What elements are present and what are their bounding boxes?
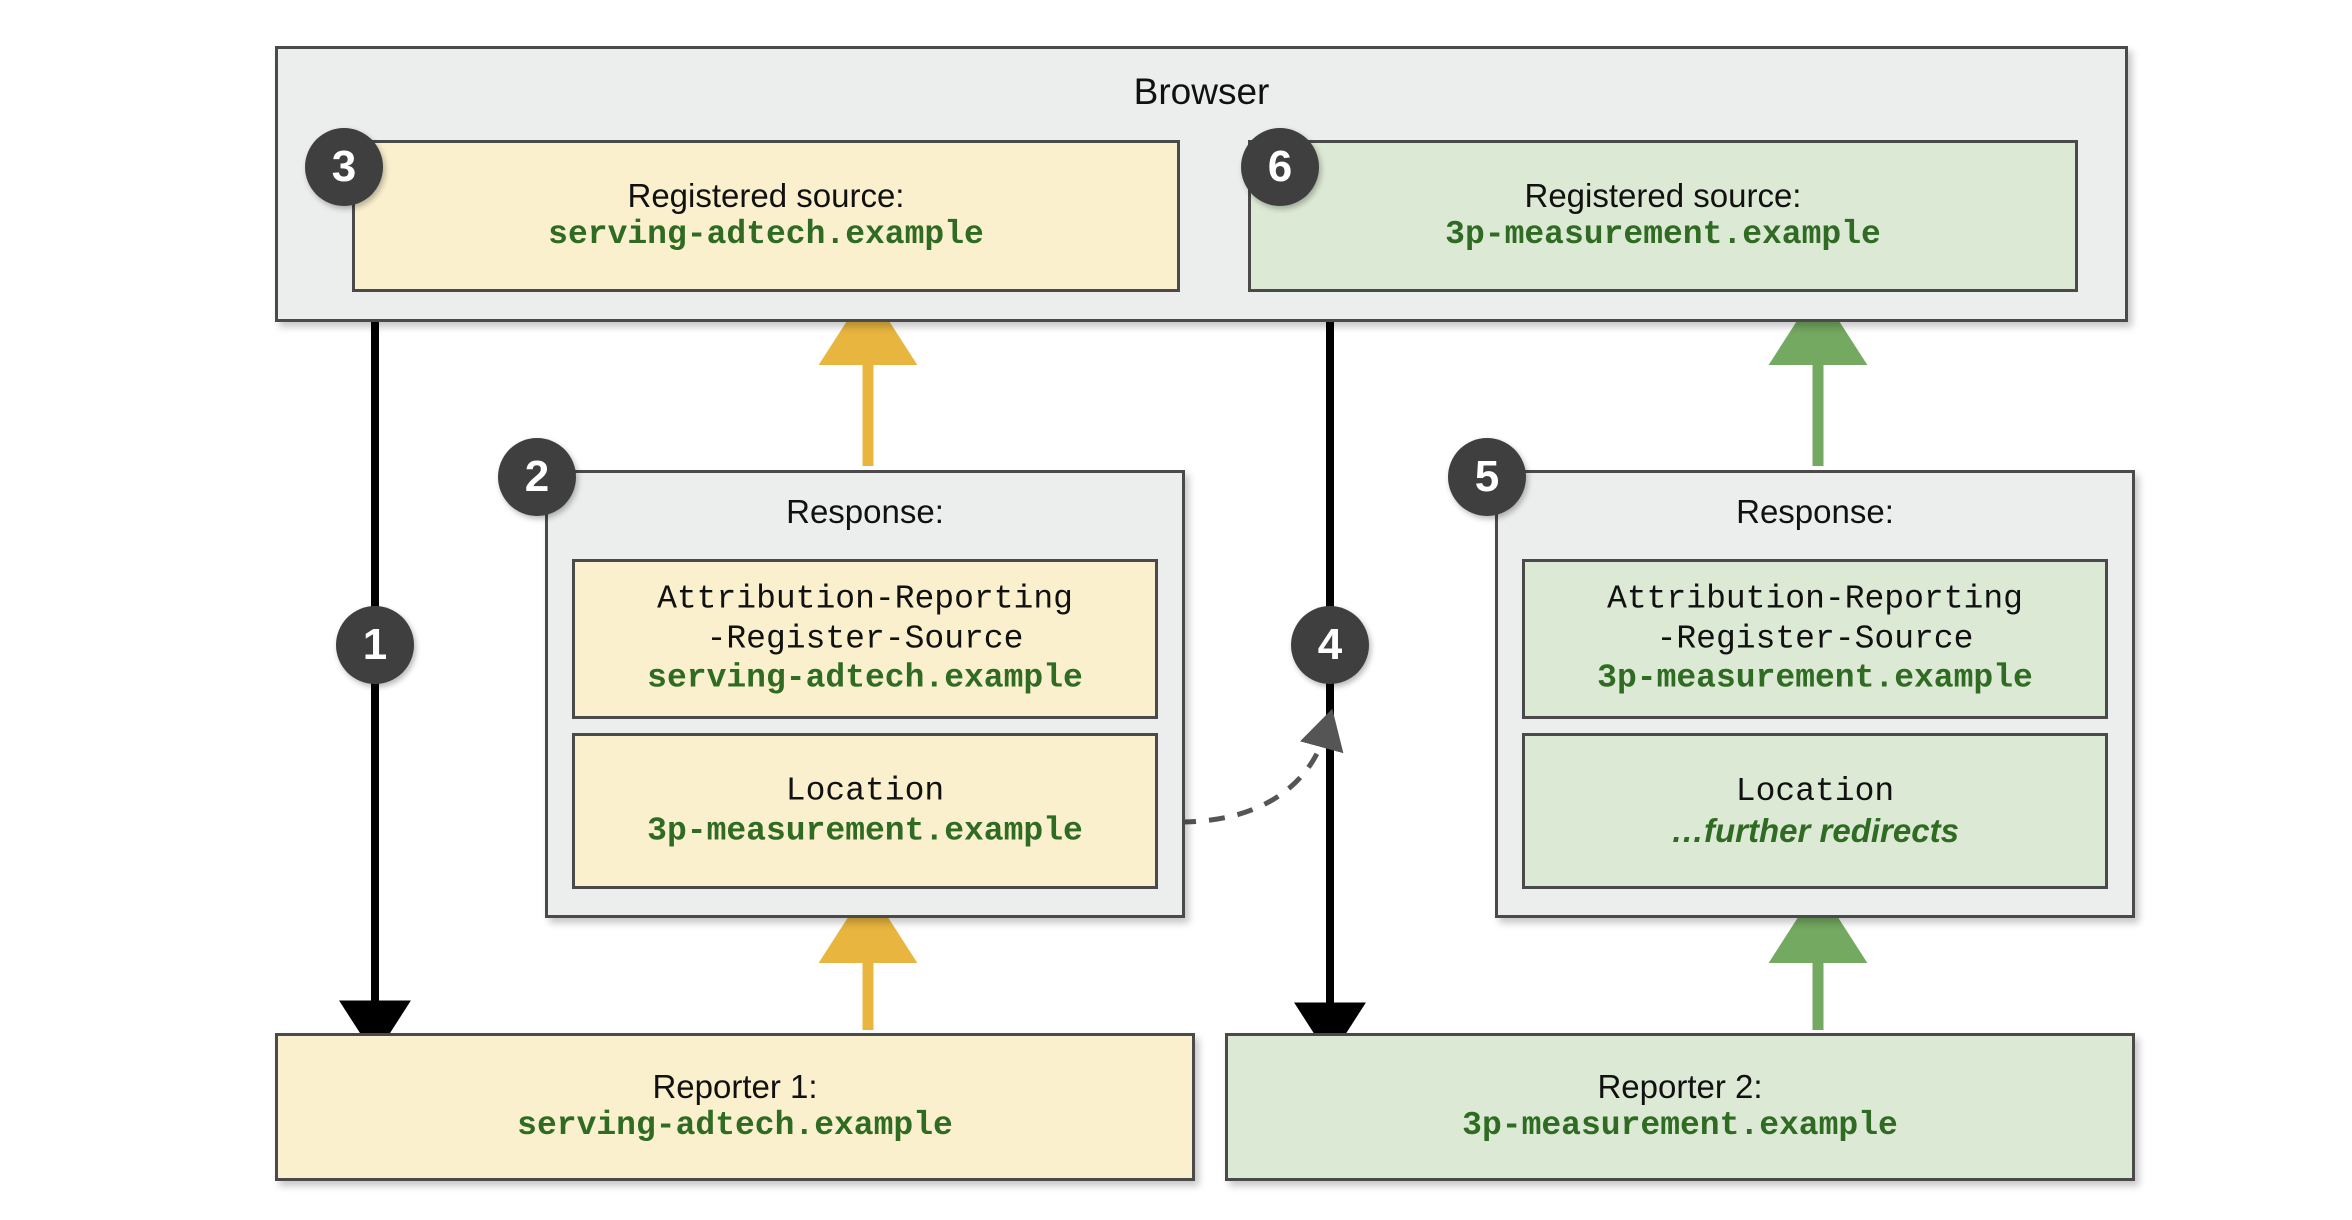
response-header-1-1-text: Attribution-Reporting -Register-Source s… xyxy=(575,580,1155,699)
response-header-1-1: Attribution-Reporting -Register-Source s… xyxy=(572,559,1158,719)
redirect-dashed-curve xyxy=(1179,708,1344,825)
registered-source-heading-2: Registered source: xyxy=(1524,177,1802,215)
response-heading-2: Response: xyxy=(1736,493,1894,530)
response-header-1-2: Location 3p-measurement.example xyxy=(572,733,1158,889)
reporter-domain-2: 3p-measurement.example xyxy=(1462,1107,1898,1145)
reporter-heading-2: Reporter 2: xyxy=(1597,1068,1763,1106)
header-name-line1-2-2: Location xyxy=(1735,773,1895,811)
response-header-2-2: Location …further redirects xyxy=(1522,733,2108,889)
response-header-2-2-text: Location …further redirects xyxy=(1525,772,2105,850)
response-header-1-2-text: Location 3p-measurement.example xyxy=(575,771,1155,850)
reporter-text-2: Reporter 2: 3p-measurement.example xyxy=(1228,1068,2132,1146)
response-header-2-1: Attribution-Reporting -Register-Source 3… xyxy=(1522,559,2108,719)
response-box-2: Response: Attribution-Reporting -Registe… xyxy=(1495,470,2135,918)
step-badge-2: 2 xyxy=(498,438,576,516)
reporter-box-1: Reporter 1: serving-adtech.example xyxy=(275,1033,1195,1181)
header-value-2-1: 3p-measurement.example xyxy=(1597,659,2033,697)
registered-source-heading-1: Registered source: xyxy=(627,177,905,215)
registered-source-box-2: Registered source: 3p-measurement.exampl… xyxy=(1248,140,2078,292)
header-name-line1-1-1: Attribution-Reporting xyxy=(657,580,1073,618)
header-name-line1-2-1: Attribution-Reporting xyxy=(1607,580,2023,618)
reporter-text-1: Reporter 1: serving-adtech.example xyxy=(278,1068,1192,1146)
header-name-line1-1-2: Location xyxy=(785,772,945,810)
response-heading-1: Response: xyxy=(786,493,944,530)
header-value-2-2: …further redirects xyxy=(1671,811,1959,849)
response-box-1: Response: Attribution-Reporting -Registe… xyxy=(545,470,1185,918)
browser-title: Browser xyxy=(1133,71,1270,112)
registered-source-text-2: Registered source: 3p-measurement.exampl… xyxy=(1251,177,2075,255)
step-badge-6: 6 xyxy=(1241,128,1319,206)
registered-source-text-1: Registered source: serving-adtech.exampl… xyxy=(355,177,1177,255)
step-badge-5: 5 xyxy=(1448,438,1526,516)
header-name-line2-2-1: -Register-Source xyxy=(1656,620,1974,658)
step-badge-4: 4 xyxy=(1291,606,1369,684)
registered-source-domain-1: serving-adtech.example xyxy=(548,216,984,254)
reporter-box-2: Reporter 2: 3p-measurement.example xyxy=(1225,1033,2135,1181)
reporter-domain-1: serving-adtech.example xyxy=(517,1107,953,1145)
step-badge-3: 3 xyxy=(305,128,383,206)
response-header-2-1-text: Attribution-Reporting -Register-Source 3… xyxy=(1525,580,2105,699)
registered-source-box-1: Registered source: serving-adtech.exampl… xyxy=(352,140,1180,292)
registered-source-domain-2: 3p-measurement.example xyxy=(1445,216,1881,254)
header-name-line2-1-1: -Register-Source xyxy=(706,620,1024,658)
reporter-heading-1: Reporter 1: xyxy=(652,1068,818,1106)
header-value-1-2: 3p-measurement.example xyxy=(647,812,1083,849)
step-badge-1: 1 xyxy=(336,606,414,684)
header-value-1-1: serving-adtech.example xyxy=(647,659,1083,697)
